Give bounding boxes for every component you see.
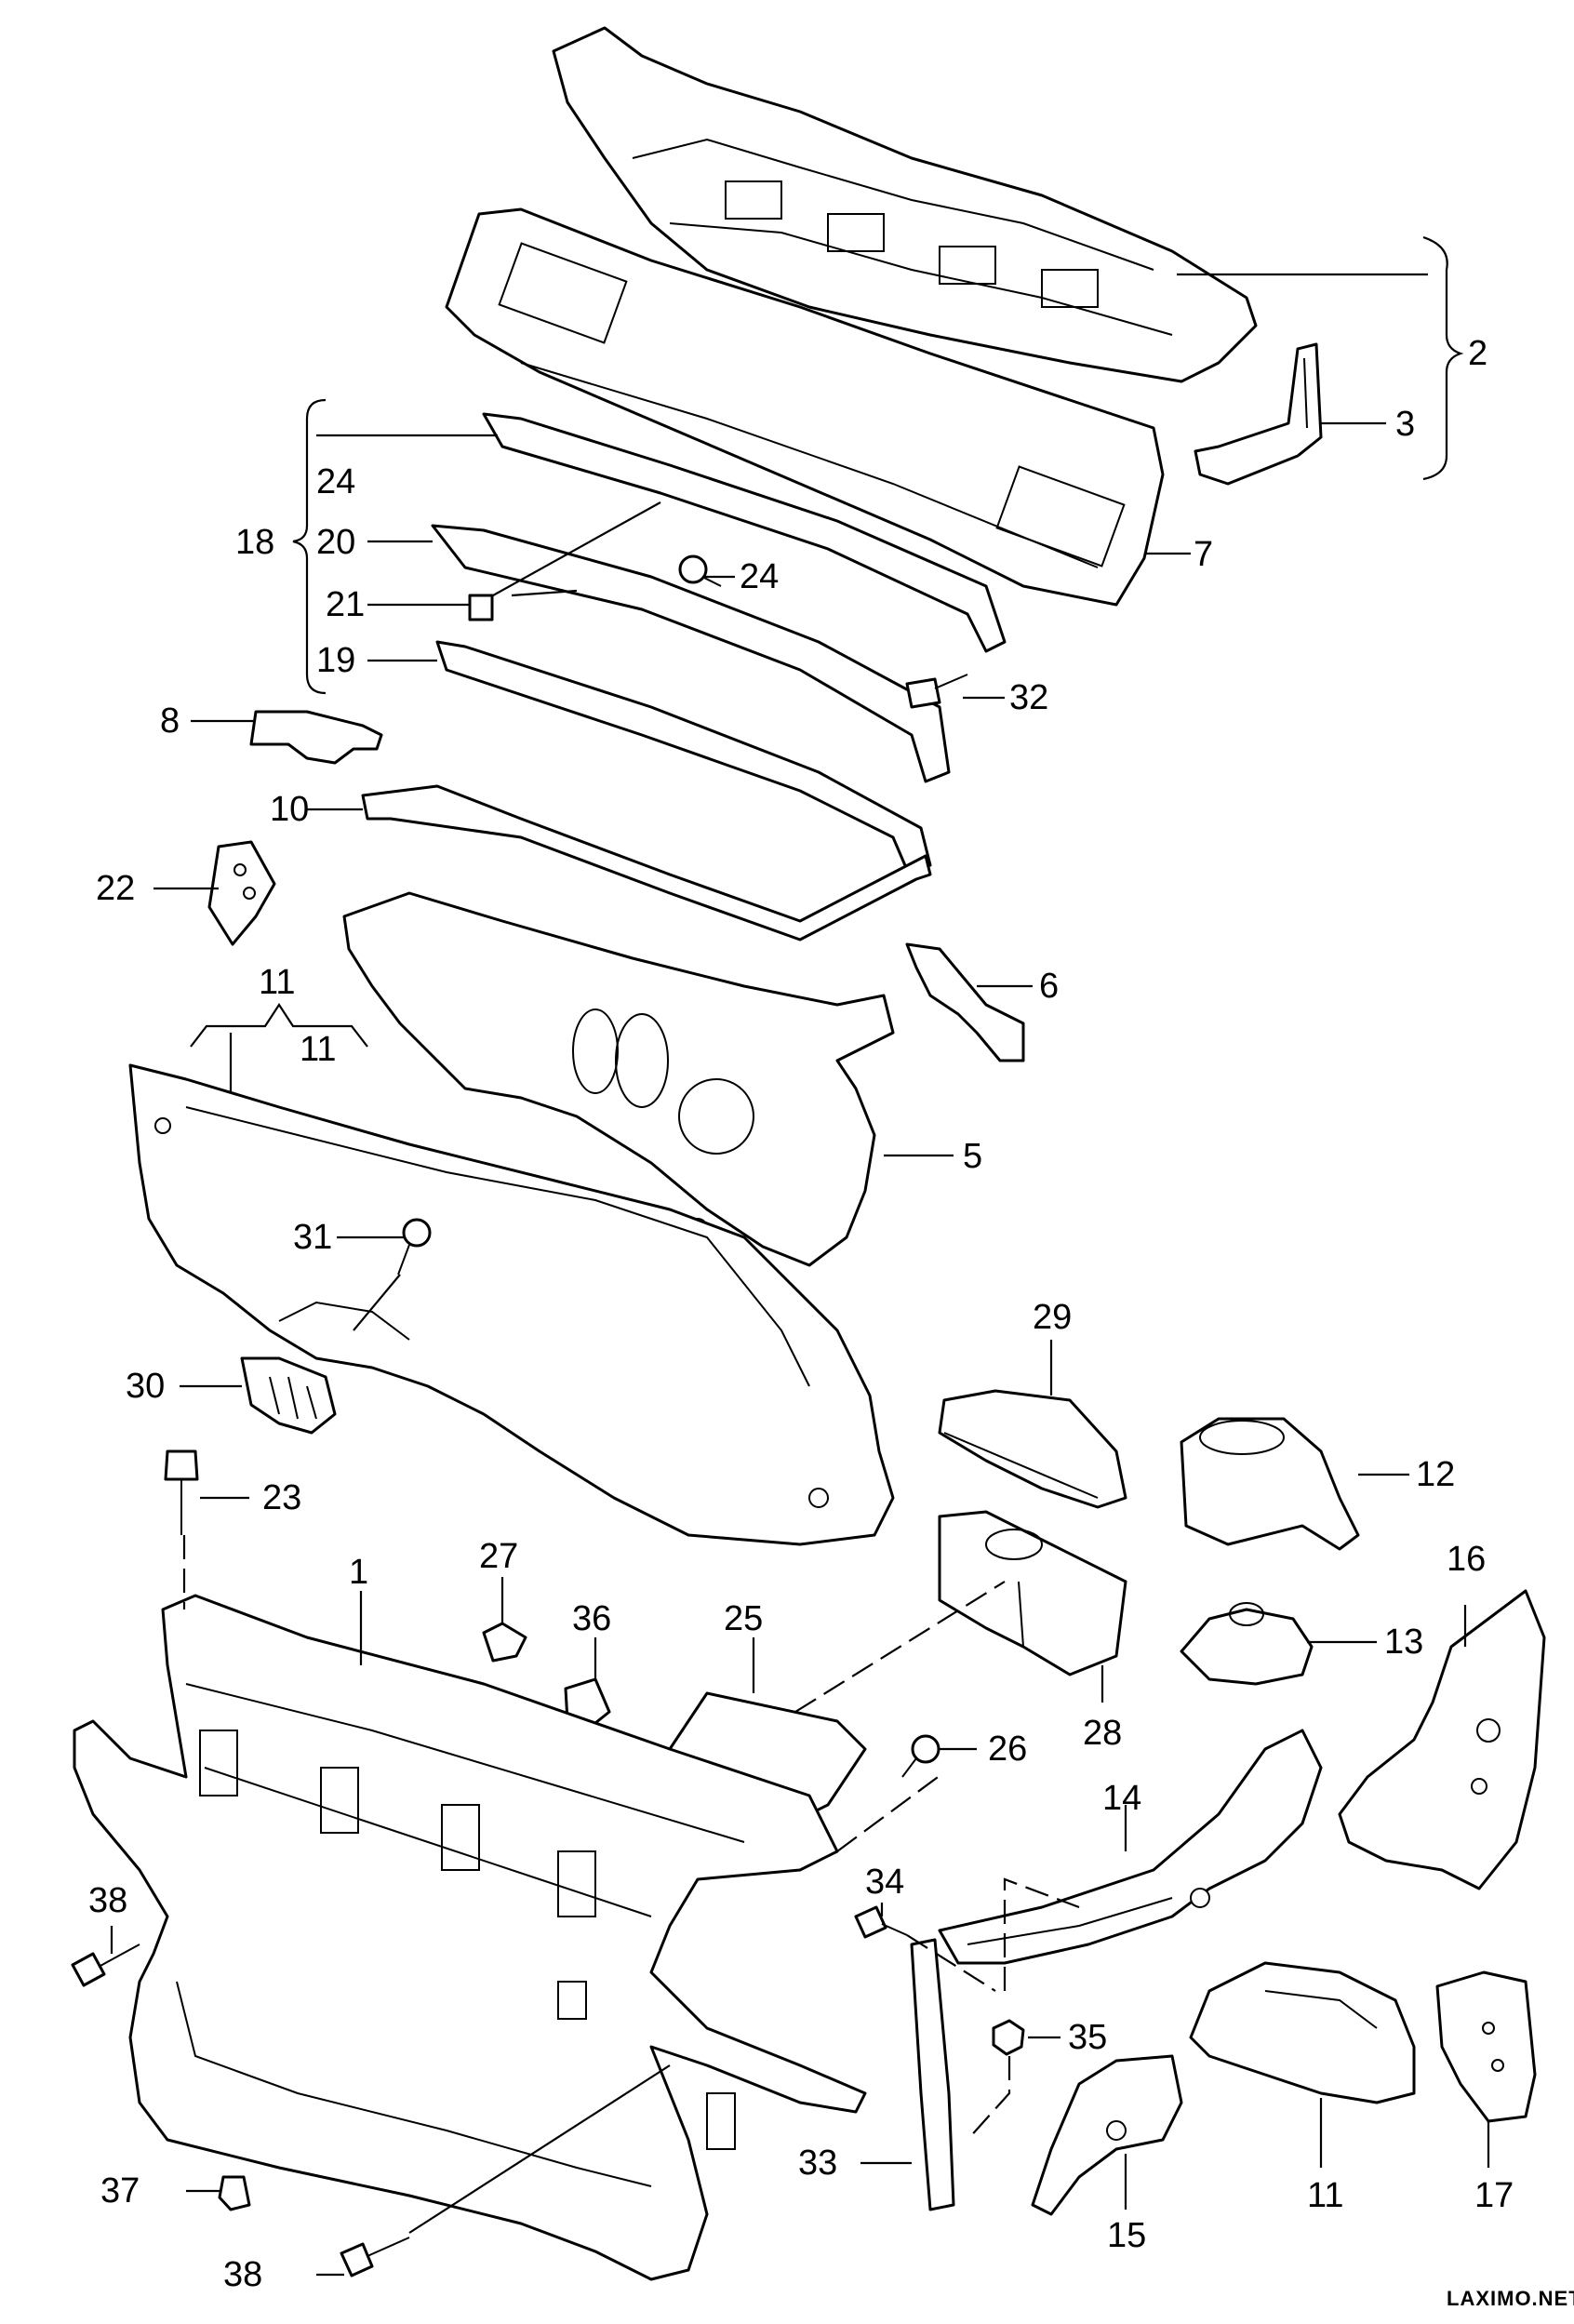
callout-35: 35	[1068, 2018, 1107, 2057]
part-22	[207, 840, 276, 946]
part-bolt-38-bottom	[340, 2237, 410, 2277]
part-7	[249, 710, 383, 765]
part-bolt-38-left	[71, 1943, 140, 1987]
part-seal-20	[431, 524, 951, 783]
part-11-lower	[1189, 1961, 1416, 2104]
part-insulation-10	[128, 1063, 895, 1546]
part-15	[1031, 2054, 1183, 2216]
callout-5: 7	[1194, 535, 1213, 574]
callout-20: 20	[316, 523, 355, 562]
part-16	[1338, 1589, 1546, 1890]
callout-labels: 2 3 7 24 18 20 21 19 24 32 8 10 22 6 11 …	[88, 334, 1514, 2294]
callout-36: 36	[572, 1599, 611, 1638]
part-screw-31	[397, 1218, 432, 1276]
part-nut-35	[992, 2019, 1025, 2056]
callout-12: 12	[1416, 1455, 1455, 1494]
callout-8: 10	[270, 790, 309, 829]
callout-11-upper: 11	[300, 1030, 336, 1069]
leader-lines	[110, 235, 1490, 2277]
part-28	[938, 1510, 1127, 1676]
callout-29: 29	[1033, 1298, 1072, 1337]
part-seal-24	[482, 412, 1007, 653]
callout-18: 18	[235, 523, 274, 562]
part-cowl-panel-5	[445, 207, 1165, 607]
callout-15: 15	[1107, 2216, 1146, 2255]
callout-21: 21	[326, 585, 365, 624]
callout-32: 32	[1009, 678, 1048, 717]
callout-16: 16	[1447, 1540, 1486, 1579]
callout-7: 8	[160, 701, 180, 741]
watermark: LAXIMO.NET	[1447, 2287, 1574, 2310]
part-clip-21	[468, 594, 494, 621]
callout-1: 1	[349, 1553, 368, 1592]
callout-38-left: 38	[88, 1881, 127, 1920]
part-27	[482, 1622, 527, 1663]
callout-25: 25	[724, 1599, 763, 1638]
callout-3: 3	[1395, 405, 1415, 444]
callout-26: 26	[988, 1730, 1027, 1769]
part-13	[1180, 1602, 1314, 1686]
callout-2: 2	[1468, 334, 1487, 373]
callout-34: 34	[865, 1863, 904, 1902]
part-screw-24	[678, 554, 722, 587]
part-14	[938, 1729, 1323, 1965]
part-bracket-3	[1194, 342, 1323, 486]
part-lock-carrier-1	[73, 1594, 867, 2281]
part-plenum-cover-upper	[552, 26, 1258, 383]
callout-30: 30	[126, 1367, 165, 1406]
callout-17: 17	[1474, 2176, 1514, 2215]
callout-24-upper: 24	[316, 462, 355, 501]
part-bolt-26	[901, 1734, 940, 1778]
callout-22: 22	[96, 869, 135, 908]
part-17	[1435, 1970, 1537, 2123]
part-33	[910, 1938, 955, 2211]
callout-28: 28	[1083, 1714, 1122, 1753]
callout-33: 33	[798, 2144, 837, 2183]
part-duct-29	[938, 1389, 1127, 1509]
part-bolt-34	[854, 1905, 908, 1939]
part-30	[240, 1356, 337, 1435]
part-37	[218, 2175, 251, 2211]
callout-11-lower: 11	[1307, 2176, 1343, 2215]
callout-31: 31	[293, 1218, 332, 1257]
callout-24-lower: 24	[740, 557, 779, 596]
part-12	[1180, 1417, 1360, 1551]
callout-19: 19	[316, 641, 355, 680]
callout-37: 37	[100, 2171, 140, 2210]
part-8	[361, 784, 932, 942]
callout-27: 27	[479, 1537, 518, 1576]
callout-6: 6	[1039, 967, 1059, 1006]
part-bolt-32	[905, 674, 968, 709]
part-bolt-23	[164, 1449, 199, 1535]
callout-14: 14	[1102, 1779, 1141, 1818]
alignment-lines	[182, 1535, 1080, 2141]
callout-13: 13	[1384, 1623, 1423, 1662]
callout-4: 5	[963, 1137, 982, 1176]
part-6	[905, 942, 1025, 1062]
callout-10: 11	[259, 963, 295, 1002]
callout-38-bottom: 38	[223, 2255, 262, 2294]
callout-23: 23	[262, 1478, 301, 1517]
